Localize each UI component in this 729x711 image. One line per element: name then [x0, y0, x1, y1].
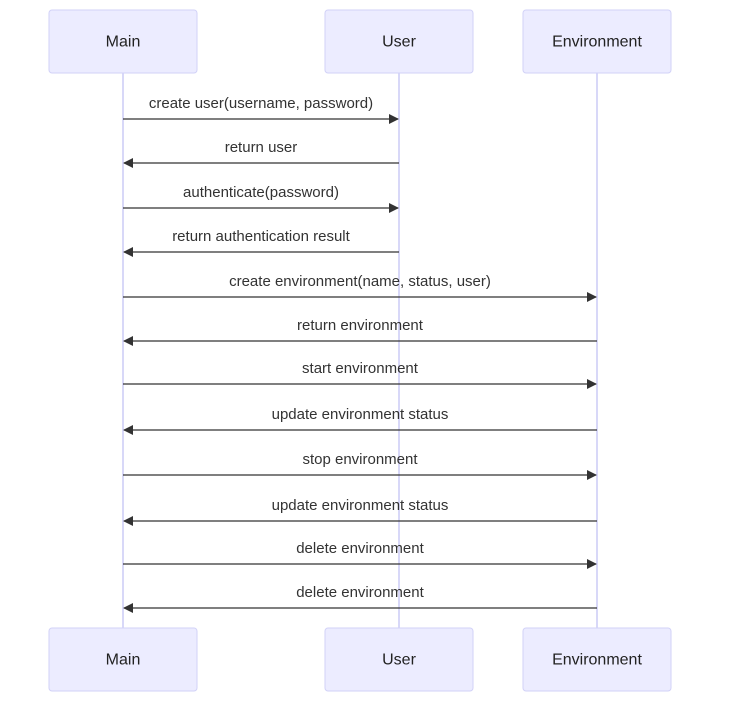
message-10: update environment status: [123, 497, 597, 526]
message-label: authenticate(password): [183, 184, 339, 201]
actor-label: Environment: [552, 652, 642, 669]
message-8: update environment status: [123, 406, 597, 435]
actor-label: Environment: [552, 34, 642, 51]
message-label: update environment status: [272, 406, 449, 423]
message-label: create user(username, password): [149, 95, 373, 112]
message-12: delete environment: [123, 584, 597, 613]
actor-label: User: [382, 652, 416, 669]
message-label: update environment status: [272, 497, 449, 514]
actor-box: [324, 627, 474, 692]
actor-label: Main: [106, 652, 141, 669]
message-1: create user(username, password): [123, 95, 399, 124]
message-6: return environment: [123, 317, 597, 346]
actor-user-top: User: [324, 9, 474, 74]
message-7: start environment: [123, 360, 597, 389]
message-3: authenticate(password): [123, 184, 399, 213]
message-label: delete environment: [296, 584, 424, 601]
actor-main-bottom: Main: [48, 627, 198, 692]
message-label: delete environment: [296, 540, 424, 557]
actor-user-bottom: User: [324, 627, 474, 692]
message-label: return user: [225, 139, 298, 156]
message-2: return user: [123, 139, 399, 168]
actor-label: Main: [106, 34, 141, 51]
message-4: return authentication result: [123, 228, 399, 257]
actor-box: [48, 9, 198, 74]
message-11: delete environment: [123, 540, 597, 569]
message-label: return authentication result: [172, 228, 350, 245]
message-label: start environment: [302, 360, 419, 377]
actor-environment-top: Environment: [522, 9, 672, 74]
actor-box: [522, 9, 672, 74]
actor-box: [48, 627, 198, 692]
message-label: stop environment: [302, 451, 418, 468]
message-label: return environment: [297, 317, 424, 334]
actor-main-top: Main: [48, 9, 198, 74]
message-5: create environment(name, status, user): [123, 273, 597, 302]
actor-environment-bottom: Environment: [522, 627, 672, 692]
actor-label: User: [382, 34, 416, 51]
message-label: create environment(name, status, user): [229, 273, 491, 290]
actor-box: [324, 9, 474, 74]
message-9: stop environment: [123, 451, 597, 480]
actor-box: [522, 627, 672, 692]
